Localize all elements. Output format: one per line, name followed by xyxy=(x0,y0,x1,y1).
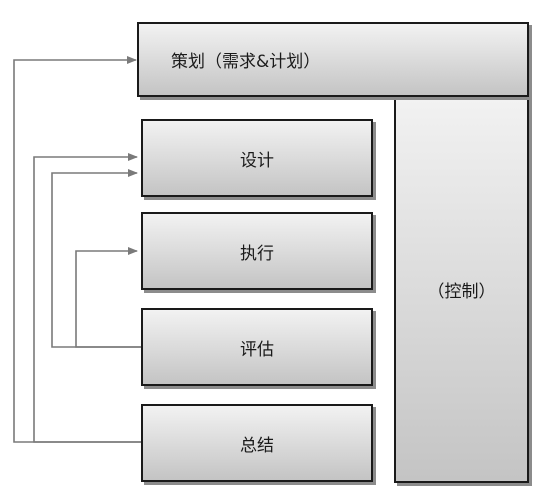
design-box: 设计 xyxy=(141,119,373,197)
control-label: （控制） xyxy=(427,281,496,302)
connector-summary-to-design xyxy=(33,153,141,443)
connector-assess-to-execute xyxy=(75,247,141,348)
plan-box: 策划（需求&计划） xyxy=(137,22,529,97)
design-label: 设计 xyxy=(240,150,274,171)
execute-label: 执行 xyxy=(240,243,274,264)
control-box: （控制） xyxy=(394,95,529,483)
connector-assess-to-design xyxy=(51,169,141,348)
summary-label: 总结 xyxy=(240,435,274,456)
execute-box: 执行 xyxy=(141,212,373,290)
assess-box: 评估 xyxy=(141,308,373,386)
plan-label: 策划（需求&计划） xyxy=(171,52,321,72)
summary-box: 总结 xyxy=(141,404,373,482)
assess-label: 评估 xyxy=(240,339,274,360)
